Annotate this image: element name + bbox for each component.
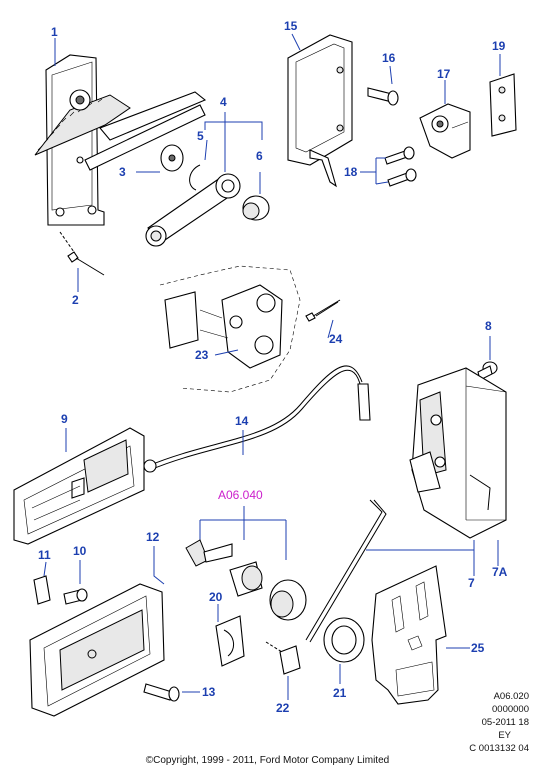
code-line-3: 05-2011 18 xyxy=(481,717,529,728)
callout-19: 19 xyxy=(492,39,506,53)
part-2-screw xyxy=(59,231,105,292)
part-7-latch xyxy=(366,367,507,576)
part-15-block xyxy=(287,33,353,188)
leader-4 xyxy=(224,112,263,172)
copyright-notice: ©Copyright, 1999 - 2011, Ford Motor Comp… xyxy=(145,755,390,766)
callout-13: 13 xyxy=(202,685,216,699)
callout-12: 12 xyxy=(146,530,160,544)
part-16-bolt xyxy=(367,65,399,106)
callout-6: 6 xyxy=(256,149,263,163)
part-3-washer xyxy=(136,144,184,173)
part-6-cap xyxy=(242,172,270,221)
drawing-code-block: A06.020 0000000 05-2011 18 EY C 0013132 … xyxy=(469,690,529,755)
part-4-handle xyxy=(145,173,241,247)
callout-20: 20 xyxy=(209,590,223,604)
reference-label: A06.040 xyxy=(218,488,263,502)
callout-17: 17 xyxy=(437,67,451,81)
part-19-plate xyxy=(489,54,517,137)
part-13-screw xyxy=(143,683,200,702)
lock-cylinder-set xyxy=(185,506,307,621)
part-10-screw xyxy=(63,560,88,605)
part-14-cable xyxy=(143,365,371,473)
part-1-regulator xyxy=(34,38,207,226)
callout-16: 16 xyxy=(382,51,396,65)
part-11-clip xyxy=(33,561,51,605)
callout-15: 15 xyxy=(284,19,298,33)
callout-2: 2 xyxy=(72,293,79,307)
part-22-clip xyxy=(265,641,301,700)
callout-25: 25 xyxy=(471,641,485,655)
control-rod xyxy=(305,499,387,643)
part-25-shield xyxy=(371,565,470,705)
callout-5: 5 xyxy=(197,129,204,143)
part-20-retainer xyxy=(215,604,245,667)
code-line-5: C 0013132 04 xyxy=(469,743,529,754)
callout-11: 11 xyxy=(38,548,51,562)
door-section xyxy=(159,265,341,393)
callout-3: 3 xyxy=(119,165,126,179)
callout-24: 24 xyxy=(329,332,343,346)
callout-4: 4 xyxy=(220,95,227,109)
callout-1: 1 xyxy=(51,25,58,39)
code-line-2: 0000000 xyxy=(492,704,529,715)
callout-21: 21 xyxy=(333,686,347,700)
callout-23: 23 xyxy=(195,348,209,362)
leader-4b xyxy=(204,121,225,130)
callout-9: 9 xyxy=(61,412,68,426)
part-17-bracket xyxy=(419,80,471,159)
callout-14: 14 xyxy=(235,414,249,428)
code-line-4: EY xyxy=(498,730,511,741)
callout-8: 8 xyxy=(485,319,492,333)
part-9-handle xyxy=(13,427,145,545)
code-line-1: A06.020 xyxy=(493,691,529,702)
part-12-bezel xyxy=(29,546,165,717)
part-21-ring xyxy=(323,617,365,684)
part-18-bolts xyxy=(360,146,417,187)
callout-7a: 7A xyxy=(492,565,508,579)
part-8-screw xyxy=(477,336,498,381)
callout-22: 22 xyxy=(276,701,290,715)
callout-18: 18 xyxy=(344,165,358,179)
callout-7: 7 xyxy=(468,576,475,590)
callout-10: 10 xyxy=(73,544,87,558)
part-5-clip xyxy=(189,139,208,191)
part-24-pin xyxy=(315,301,339,317)
